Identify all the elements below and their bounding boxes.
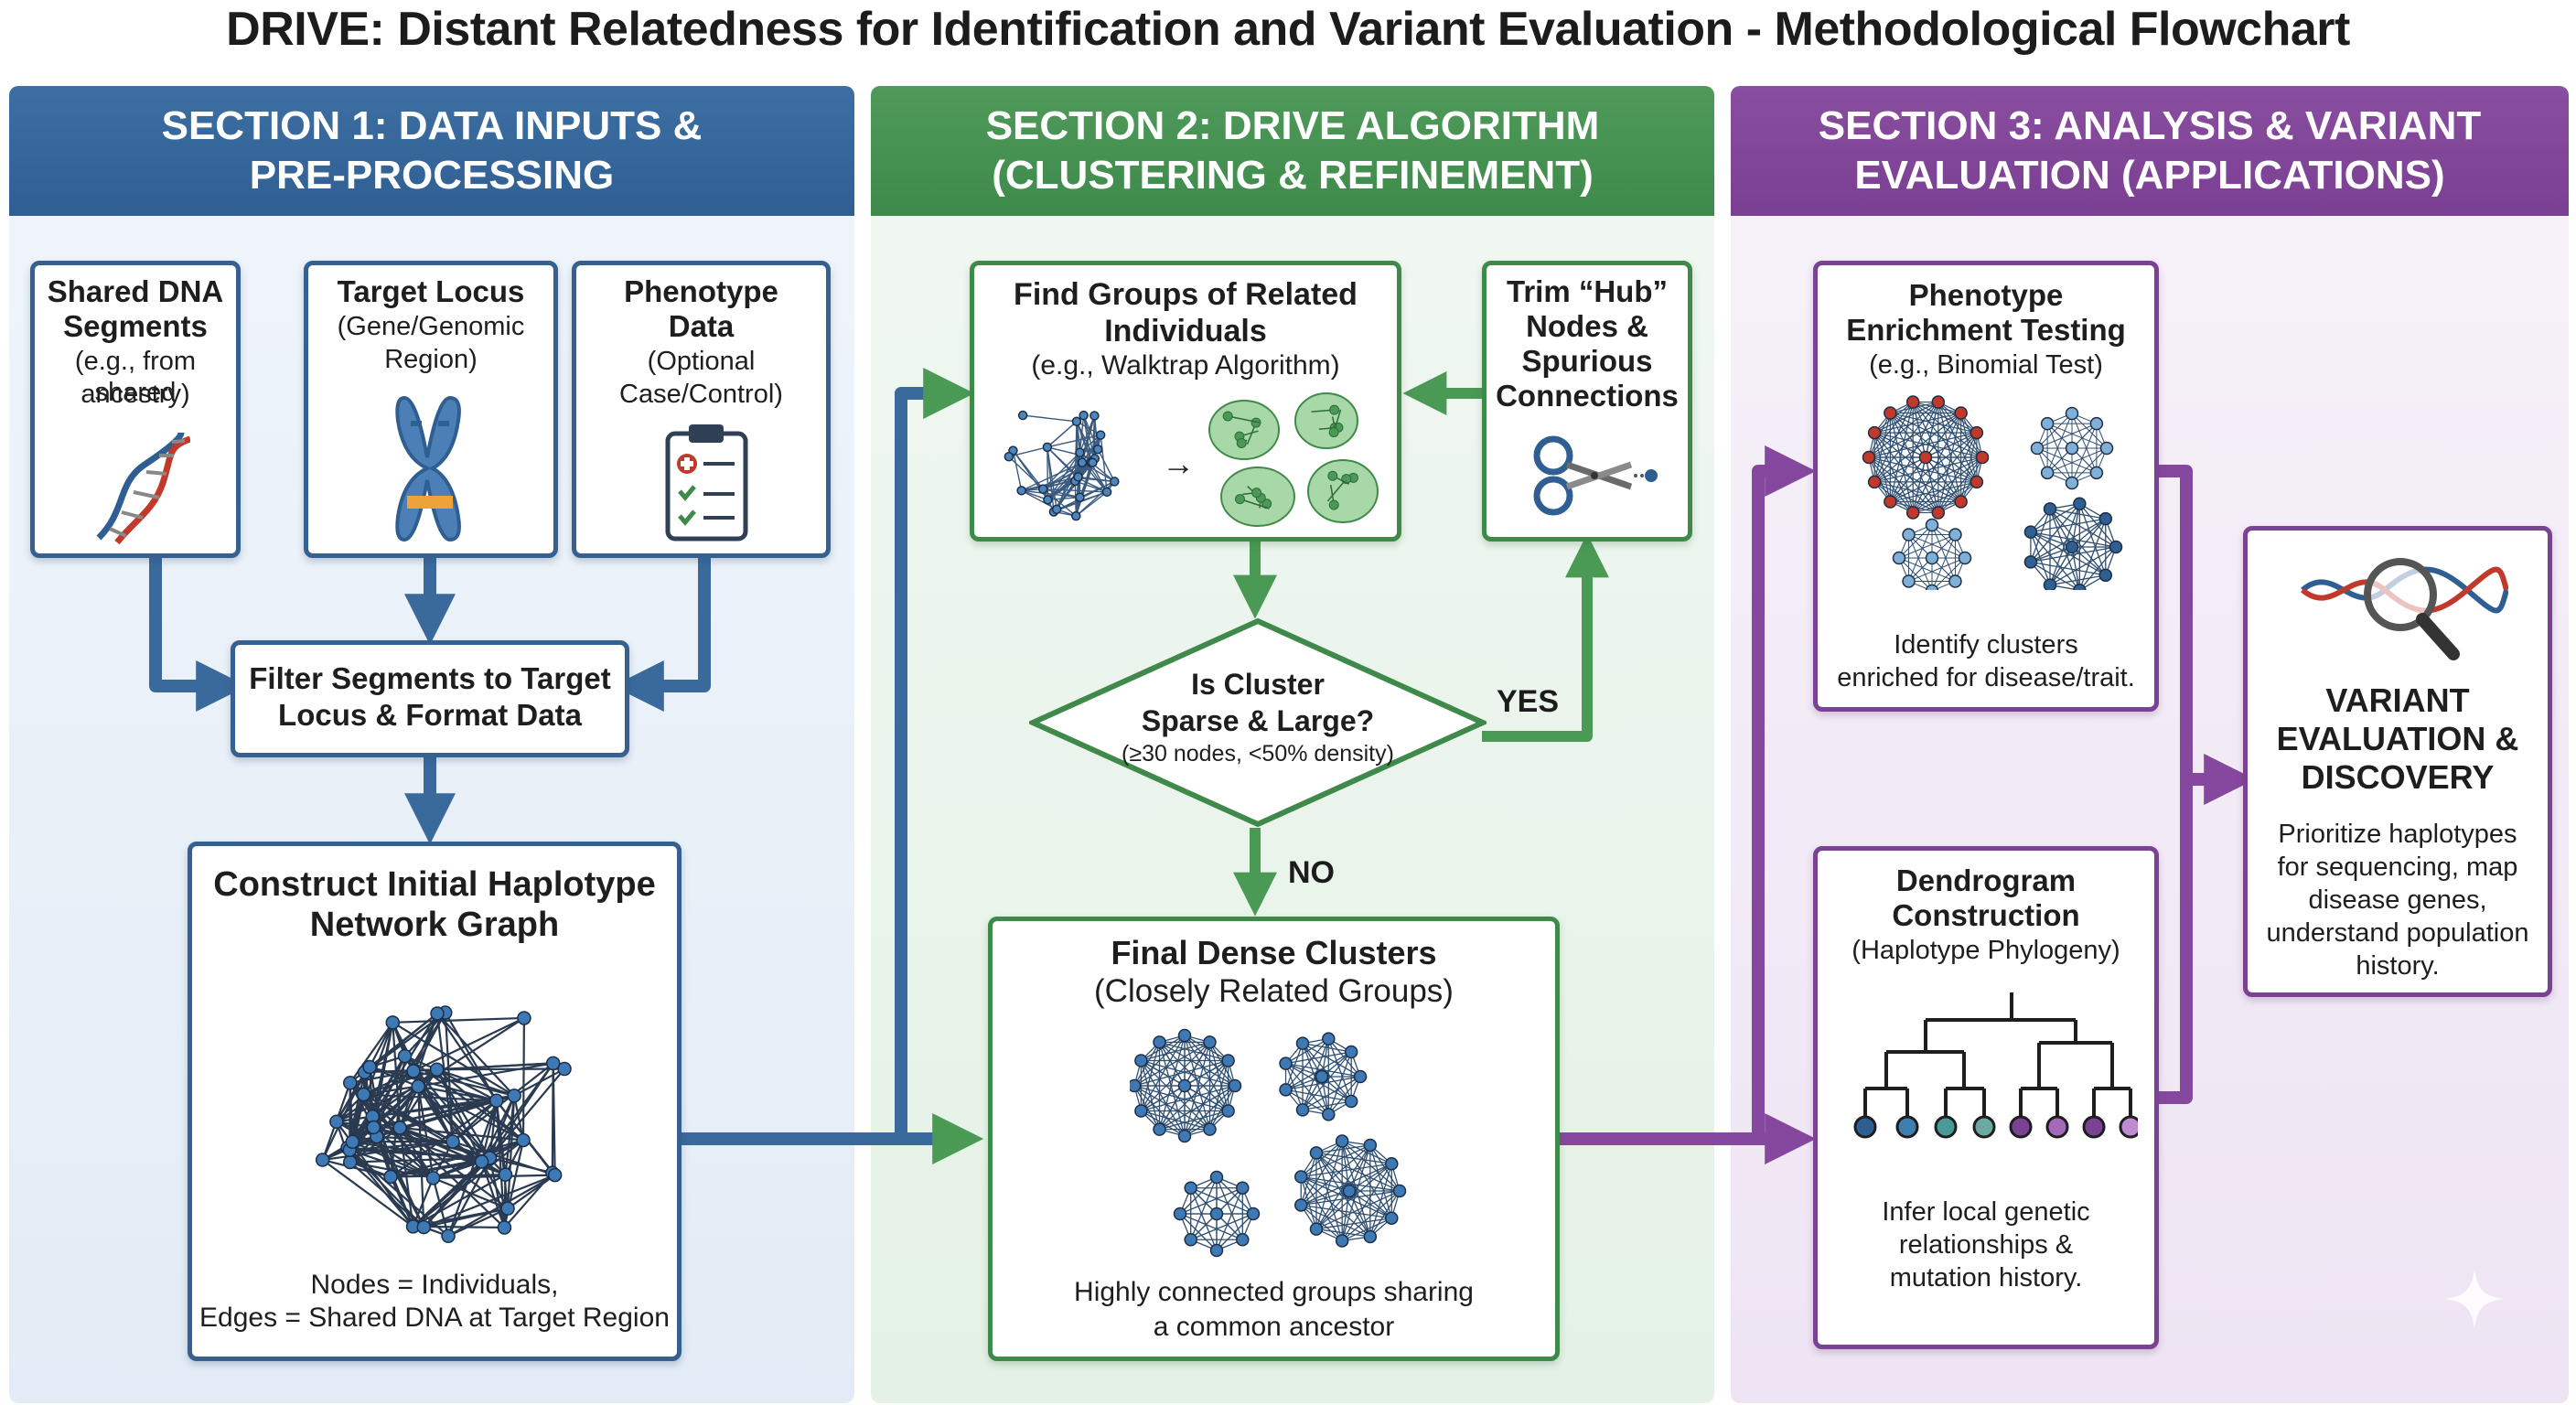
final-caption-1: Highly connected groups sharing bbox=[1074, 1277, 1474, 1307]
right-arrow-icon: → bbox=[1162, 445, 1195, 482]
final-title-2: (Closely Related Groups) bbox=[1094, 973, 1454, 1009]
phenotype-sub-1: (Optional bbox=[647, 347, 756, 376]
final-title-1: Final Dense Clusters bbox=[1111, 934, 1437, 971]
section-2-header: SECTION 2: DRIVE ALGORITHM (CLUSTERING &… bbox=[871, 86, 1714, 216]
clustered-groups-icon bbox=[1208, 392, 1379, 527]
dendrogram-title-1: Dendrogram bbox=[1895, 863, 2077, 897]
decision-diamond bbox=[1029, 617, 1487, 828]
variant-body-1: Prioritize haplotypes bbox=[2278, 820, 2517, 849]
chromosome-icon bbox=[395, 395, 461, 542]
trim-line-1: Trim “Hub” bbox=[1506, 274, 1668, 308]
arrow-dna-to-filter bbox=[149, 558, 248, 712]
dense-clusters-graphic bbox=[1130, 1028, 1407, 1258]
variant-title-2: EVALUATION & bbox=[2276, 720, 2519, 757]
variant-body-4: understand population bbox=[2266, 918, 2529, 948]
section-3-header-line1: SECTION 3: ANALYSIS & VARIANT bbox=[1818, 103, 2482, 148]
enrichment-box: Phenotype Enrichment Testing (e.g., Bino… bbox=[1813, 261, 2159, 712]
filter-line-1: Filter Segments to Target bbox=[249, 661, 611, 695]
section-1-header: SECTION 1: DATA INPUTS & PRE-PROCESSING bbox=[9, 86, 854, 216]
enrichment-caption-2: enriched for disease/trait. bbox=[1837, 663, 2135, 692]
initial-network-graph bbox=[315, 1005, 572, 1244]
dendrogram-caption-1: Infer local genetic bbox=[1882, 1197, 2090, 1227]
trim-line-2: Nodes & bbox=[1526, 309, 1648, 343]
dendrogram-tree-graphic bbox=[1853, 992, 2138, 1139]
arrow-final-to-enrichment bbox=[1752, 445, 1817, 1139]
final-caption-2: a common ancestor bbox=[1153, 1312, 1395, 1342]
construct-graph-box: Construct Initial Haplotype Network Grap… bbox=[188, 842, 682, 1361]
construct-title-1: Construct Initial Haplotype bbox=[213, 865, 656, 904]
enrichment-sub: (e.g., Binomial Test) bbox=[1869, 350, 2103, 380]
dna-helix-icon bbox=[96, 432, 190, 545]
phenotype-title-2: Data bbox=[668, 309, 735, 343]
dendrogram-caption-2: relationships & bbox=[1898, 1230, 2074, 1260]
dendrogram-title-2: Construction bbox=[1892, 898, 2080, 932]
arrow-phenotype-to-filter bbox=[612, 558, 711, 712]
decision-line-2: Sparse & Large? bbox=[1141, 704, 1375, 737]
section-1-header-line1: SECTION 1: DATA INPUTS & bbox=[161, 103, 703, 148]
sparkle-icon bbox=[2444, 1269, 2505, 1329]
phenotype-box: Phenotype Data (Optional Case/Control) bbox=[572, 261, 831, 558]
target-locus-sub-1: (Gene/Genomic bbox=[337, 312, 525, 341]
construct-caption-2: Edges = Shared DNA at Target Region bbox=[199, 1303, 670, 1333]
arrow-enrichment-to-variant bbox=[2159, 465, 2193, 779]
clipboard-icon bbox=[665, 424, 748, 542]
find-groups-title-1: Find Groups of Related bbox=[1014, 277, 1358, 312]
arrow-dendrogram-to-variant bbox=[2159, 754, 2256, 1104]
arrow-construct-to-find bbox=[895, 368, 975, 1139]
arrow-decision-yes bbox=[1482, 533, 1609, 742]
final-clusters-box: Final Dense Clusters (Closely Related Gr… bbox=[988, 917, 1560, 1361]
dna-magnifier-icon bbox=[2301, 558, 2508, 660]
find-groups-title-2: Individuals bbox=[1104, 314, 1267, 349]
dense-network-icon bbox=[1004, 410, 1120, 521]
section-1-header-line2: PRE-PROCESSING bbox=[249, 153, 615, 198]
scissors-icon bbox=[1533, 435, 1658, 516]
trim-hub-box: Trim “Hub” Nodes & Spurious Connections bbox=[1482, 261, 1692, 542]
section-2-header-line2: (CLUSTERING & REFINEMENT) bbox=[992, 153, 1594, 198]
section-3-header-line2: EVALUATION (APPLICATIONS) bbox=[1854, 153, 2445, 198]
variant-evaluation-box: VARIANT EVALUATION & DISCOVERY Prioritiz… bbox=[2243, 526, 2552, 997]
shared-dna-box: Shared DNA Segments (e.g., from shared a… bbox=[30, 261, 241, 558]
trim-line-4: Connections bbox=[1496, 379, 1679, 413]
filter-box: Filter Segments to Target Locus & Format… bbox=[231, 640, 629, 757]
shared-dna-sub-1: (e.g., from shared bbox=[74, 347, 197, 408]
target-locus-title: Target Locus bbox=[337, 274, 525, 308]
target-locus-sub-2: Region) bbox=[384, 345, 478, 374]
find-groups-box: Find Groups of Related Individuals (e.g.… bbox=[970, 261, 1401, 542]
page-title: DRIVE: Distant Relatedness for Identific… bbox=[226, 3, 2350, 56]
filter-line-2: Locus & Format Data bbox=[278, 698, 582, 732]
variant-body-3: disease genes, bbox=[2308, 885, 2487, 915]
shared-dna-title-1: Shared DNA bbox=[47, 274, 224, 308]
phenotype-title-1: Phenotype bbox=[624, 274, 778, 308]
variant-title-3: DISCOVERY bbox=[2301, 758, 2495, 796]
construct-title-2: Network Graph bbox=[309, 906, 560, 944]
dendrogram-box: Dendrogram Construction (Haplotype Phylo… bbox=[1813, 846, 2159, 1349]
dendrogram-sub: (Haplotype Phylogeny) bbox=[1852, 936, 2120, 965]
phenotype-sub-2: Case/Control) bbox=[619, 380, 783, 409]
enrichment-title-1: Phenotype bbox=[1908, 278, 2064, 312]
decision-line-1: Is Cluster bbox=[1191, 668, 1325, 701]
variant-body-5: history. bbox=[2356, 951, 2440, 981]
shared-dna-sub-2: ancestry) bbox=[80, 380, 190, 409]
no-label: NO bbox=[1288, 855, 1335, 890]
find-groups-sub: (e.g., Walktrap Algorithm) bbox=[1031, 350, 1340, 381]
trim-line-3: Spurious bbox=[1521, 344, 1653, 378]
variant-title-1: VARIANT bbox=[2325, 681, 2470, 719]
enrichment-title-2: Enrichment Testing bbox=[1846, 313, 2126, 347]
yes-label: YES bbox=[1497, 684, 1560, 719]
construct-caption-1: Nodes = Individuals, bbox=[310, 1270, 559, 1300]
variant-body-2: for sequencing, map bbox=[2277, 853, 2518, 882]
decision-line-3: (≥30 nodes, <50% density) bbox=[1122, 741, 1394, 767]
section-2-header-line1: SECTION 2: DRIVE ALGORITHM bbox=[985, 103, 1600, 148]
enrichment-caption-1: Identify clusters bbox=[1894, 630, 2078, 660]
section-3-header: SECTION 3: ANALYSIS & VARIANT EVALUATION… bbox=[1731, 86, 2569, 216]
enrichment-clusters-graphic bbox=[1862, 395, 2123, 590]
shared-dna-title-2: Segments bbox=[63, 309, 208, 343]
dendrogram-caption-3: mutation history. bbox=[1889, 1263, 2083, 1292]
target-locus-box: Target Locus (Gene/Genomic Region) bbox=[304, 261, 558, 558]
